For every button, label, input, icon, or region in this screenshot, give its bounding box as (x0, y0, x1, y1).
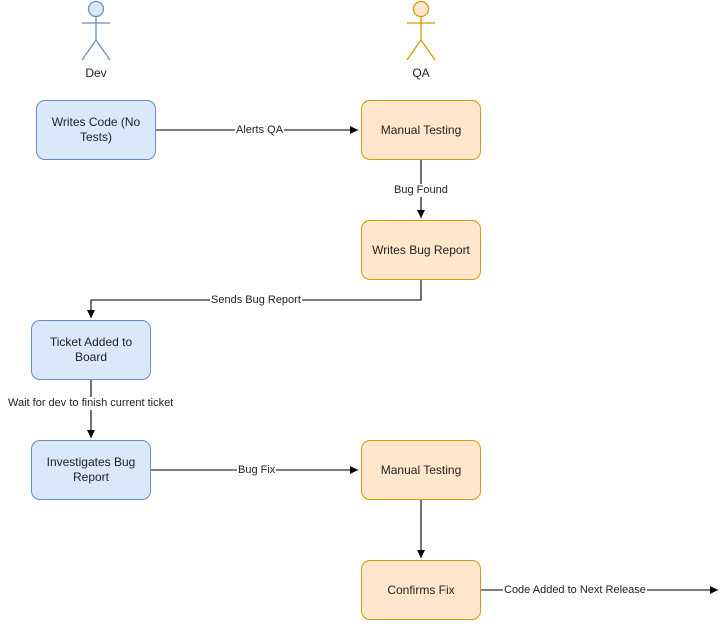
edge-label-alerts-qa: Alerts QA (235, 124, 285, 137)
edge-label-sends-bug-report: Sends Bug Report (210, 294, 302, 307)
qa-actor-label: QA (412, 66, 430, 80)
node-investigates-bug[interactable]: Investigates Bug Report (31, 440, 151, 500)
edge-label-bug-fix: Bug Fix (237, 464, 277, 477)
dev-actor-icon (81, 0, 111, 61)
node-writes-bug-report[interactable]: Writes Bug Report (361, 220, 481, 280)
node-confirms-fix[interactable]: Confirms Fix (361, 560, 481, 620)
edge-label-bug-found: Bug Found (393, 184, 449, 197)
edge-label-wait-for-dev: Wait for dev to finish current ticket (7, 397, 175, 410)
edge-label-code-added: Code Added to Next Release (503, 584, 647, 597)
qa-actor-icon (406, 0, 436, 61)
node-writes-code[interactable]: Writes Code (No Tests) (36, 100, 156, 160)
node-ticket-added[interactable]: Ticket Added to Board (31, 320, 151, 380)
dev-actor-label: Dev (85, 66, 107, 80)
node-manual-testing-1[interactable]: Manual Testing (361, 100, 481, 160)
node-manual-testing-2[interactable]: Manual Testing (361, 440, 481, 500)
